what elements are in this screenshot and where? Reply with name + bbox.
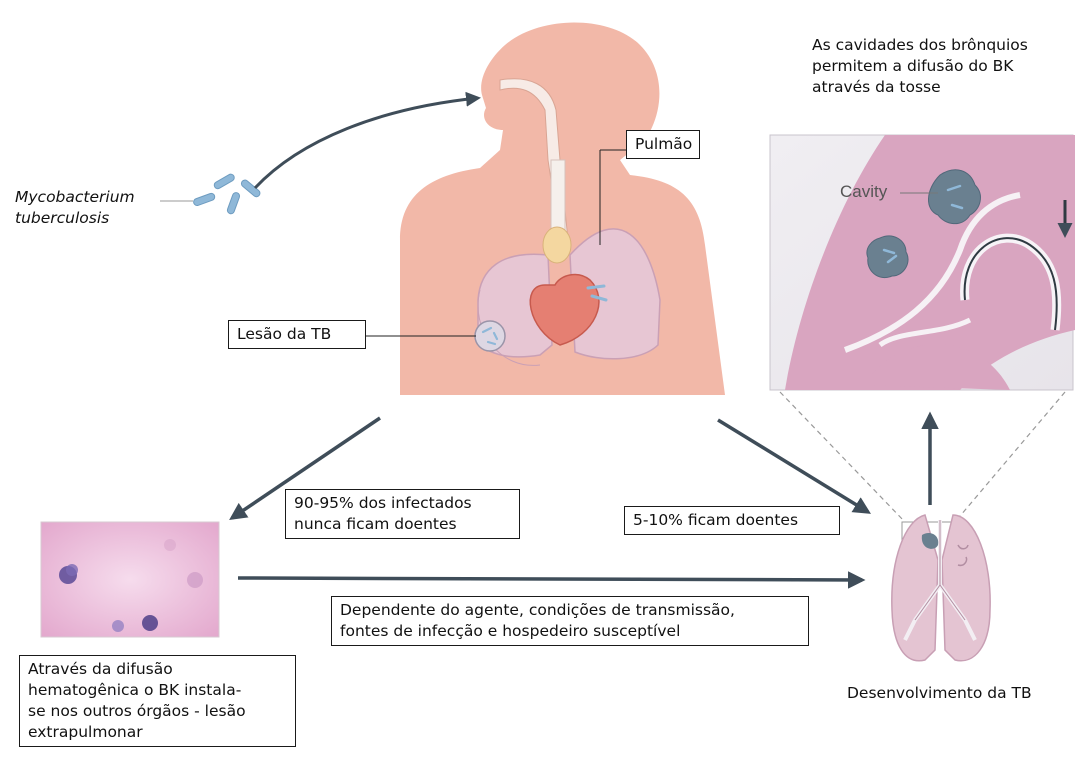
- lesion-label: Lesão da TB: [228, 320, 366, 349]
- cavity-label: Cavity: [840, 182, 887, 202]
- arrow-to-disease: [718, 420, 868, 512]
- development-label: Desenvolvimento da TB: [847, 683, 1032, 704]
- microscopy-image: [41, 522, 219, 637]
- arrow-horizontal: [238, 578, 862, 580]
- get-sick-label: 5-10% ficam doentes: [624, 506, 840, 535]
- dependency-label: Dependente do agente, condições de trans…: [331, 596, 809, 646]
- lesion-circle: [475, 321, 505, 351]
- human-figure: [400, 23, 725, 396]
- organism-label: Mycobacterium tuberculosis: [15, 187, 135, 229]
- lung-label: Pulmão: [626, 130, 700, 159]
- inhalation-arrow: [255, 98, 478, 188]
- hematogenic-note: Através da difusão hematogênica o BK ins…: [19, 655, 296, 747]
- diseased-lungs-figure: [892, 515, 990, 661]
- bacteria-icon: [193, 173, 262, 215]
- cavities-note: As cavidades dos brônquios permitem a di…: [812, 35, 1072, 98]
- cavity-zoom-panel: [770, 135, 1075, 390]
- never-sick-label: 90-95% dos infectados nunca ficam doente…: [285, 489, 520, 539]
